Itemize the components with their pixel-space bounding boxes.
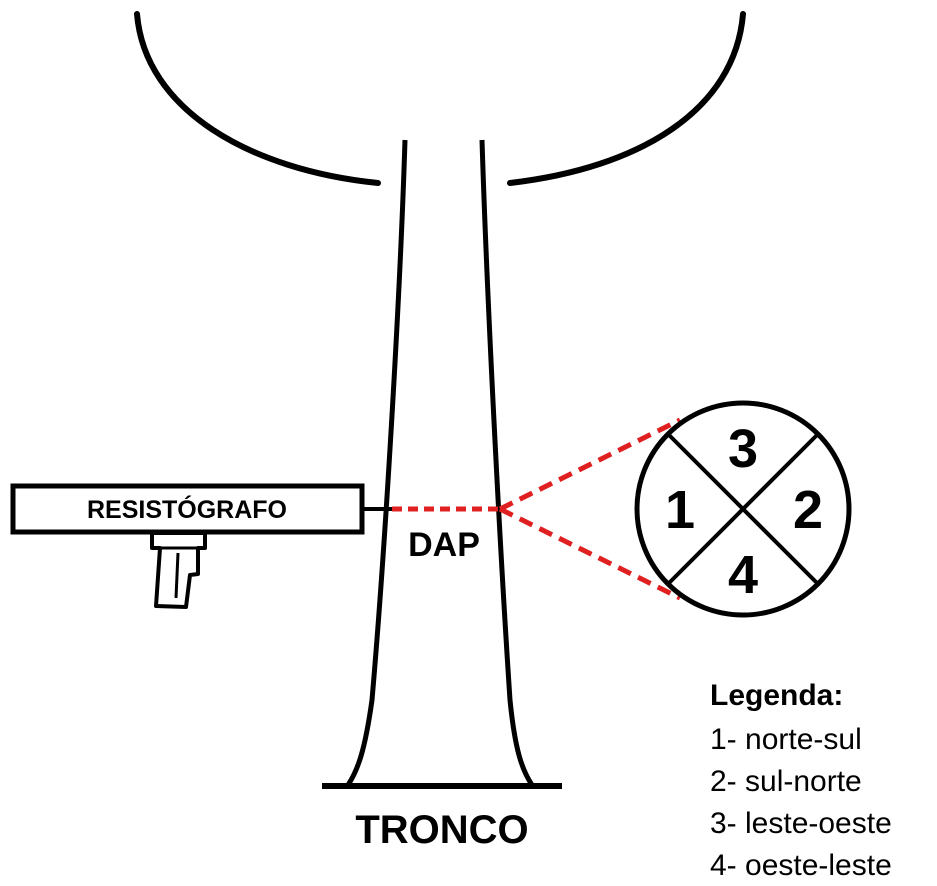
trunk-left-edge (345, 139, 408, 787)
legend: Legenda: 1- norte-sul 2- sul-norte 3- le… (710, 679, 892, 882)
legend-item: 3- leste-oeste (710, 807, 892, 840)
zoom-line-top (498, 417, 682, 512)
canopy-left-arc (134, 11, 381, 186)
trunk-right-edge (479, 139, 535, 787)
legend-item: 1- norte-sul (710, 723, 862, 756)
canopy-right-arc (507, 11, 746, 186)
legend-item: 2- sul-norte (710, 765, 862, 798)
quadrant-label-1: 1 (665, 480, 695, 540)
quadrant-label-3: 3 (728, 419, 758, 479)
resistograph-handle-grip (174, 552, 180, 599)
resistograph-label: RESISTÓGRAFO (87, 494, 287, 524)
quadrant-label-4: 4 (728, 545, 758, 605)
zoom-line-bottom (498, 506, 682, 601)
legend-title: Legenda: (710, 679, 843, 712)
cross-section-diagonal-2 (666, 432, 820, 586)
quadrant-label-2: 2 (793, 480, 823, 540)
legend-item: 4- oeste-leste (710, 849, 892, 881)
dap-label: DAP (408, 526, 480, 564)
trunk-label: TRONCO (355, 808, 528, 852)
